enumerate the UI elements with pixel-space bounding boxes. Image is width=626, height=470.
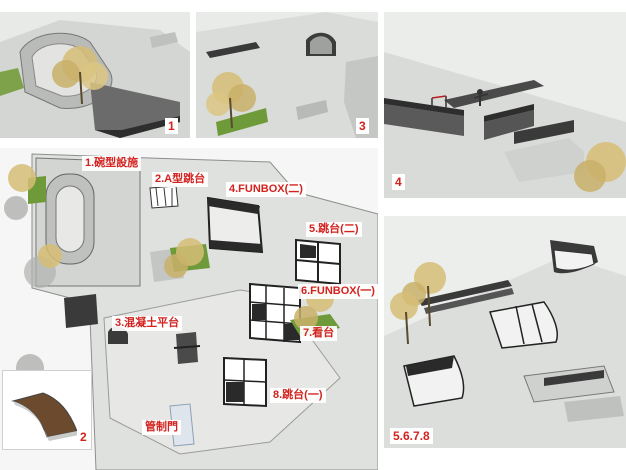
label-bowl: 1.碗型設施 [82, 156, 142, 171]
panel-2-tag: 2 [77, 429, 90, 445]
panel-5678-ramps-view: 5.6.7.8 [384, 216, 626, 448]
panel-5678-render [384, 216, 626, 448]
label-control-gate: 管制門 [142, 420, 181, 435]
panel-4-render [384, 12, 626, 198]
panel-1-tag: 1 [165, 118, 178, 134]
panel-3-tree [206, 72, 256, 129]
panel-4-funbox-view: 4 [384, 12, 626, 198]
panel-3-platform-view: 3 [196, 12, 378, 138]
label-a-ramp: 2.A型跳台 [152, 172, 209, 187]
panel-1-bowl-view: 1 [0, 12, 190, 138]
panel-2-ramp-inset: 2 [2, 370, 92, 450]
panel-4-tag: 4 [392, 174, 405, 190]
panel-2-render [3, 371, 91, 449]
panel-5678-tag: 5.6.7.8 [390, 428, 433, 444]
label-concrete-platform: 3.混凝土平台 [112, 316, 183, 331]
panel-1-tree [52, 46, 108, 105]
label-funbox-1: 6.FUNBOX(一) [298, 284, 378, 299]
panel-5678-trees [390, 262, 446, 345]
panel-3-tag: 3 [356, 118, 369, 134]
label-stand: 7.看台 [300, 326, 338, 341]
label-ramp-2: 5.跳台(二) [306, 222, 362, 237]
panel-3-render [196, 12, 378, 138]
panel-4-tree [574, 142, 626, 192]
label-funbox-2: 4.FUNBOX(二) [226, 182, 306, 197]
label-ramp-1: 8.跳台(一) [270, 388, 326, 403]
site-plan-panel: 1.碗型設施 2.A型跳台 4.FUNBOX(二) 5.跳台(二) 6.FUNB… [0, 148, 378, 470]
